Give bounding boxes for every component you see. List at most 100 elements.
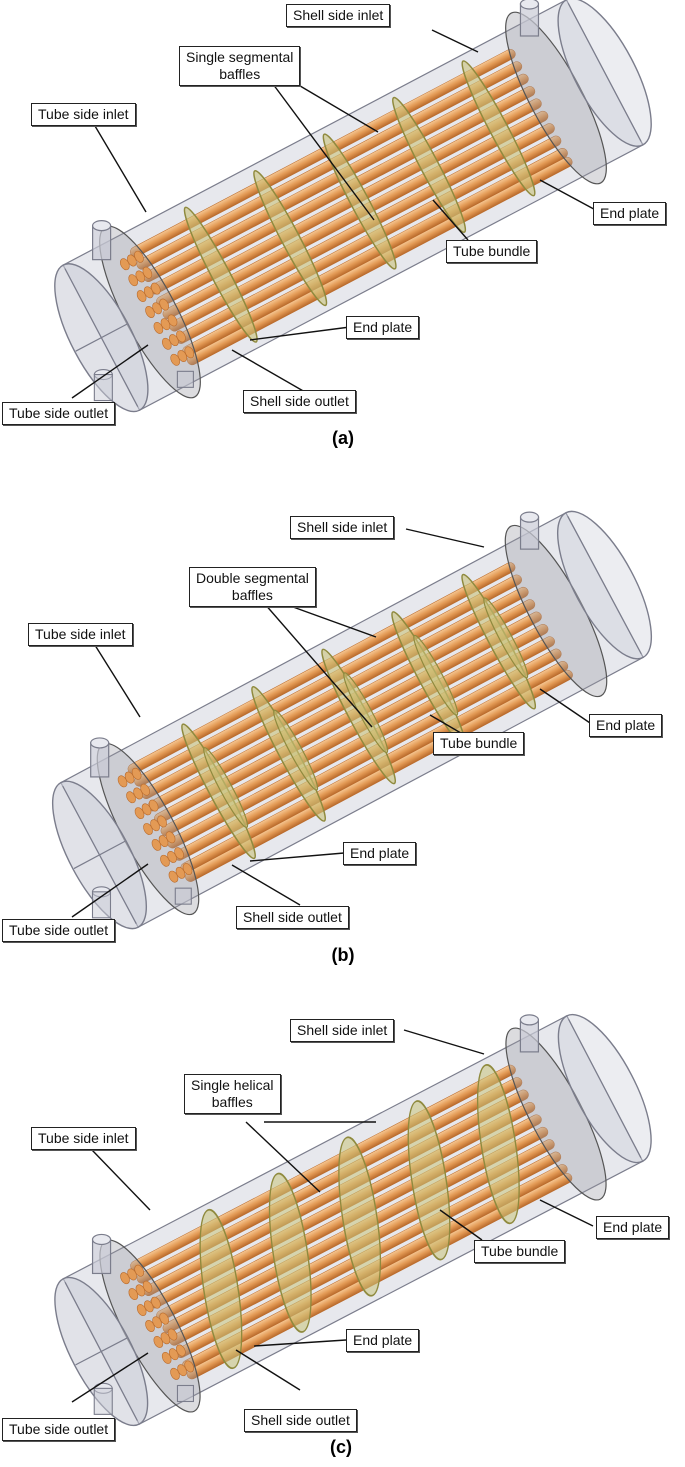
- right-head-divider: [568, 1019, 642, 1158]
- tube-side-inlet-nozzle-top: [92, 220, 112, 232]
- tube-end: [182, 863, 193, 876]
- end-plate-right-label: End plate: [596, 1216, 670, 1239]
- baffle-inner: [413, 634, 459, 716]
- heat-exchanger-diagram-a: [54, 0, 652, 413]
- end-plate-left-label: End plate: [343, 842, 417, 865]
- tube-end: [165, 831, 176, 844]
- baffle: [407, 1100, 451, 1261]
- tube-side-inlet-nozzle-top: [91, 1233, 112, 1246]
- baffle: [253, 169, 328, 307]
- tube-side-inlet-nozzle-top: [90, 737, 110, 749]
- tube-side-outlet-label: Tube side outlet: [2, 919, 116, 942]
- shell-side-inlet-label: Shell side inlet: [290, 1019, 395, 1042]
- shell-side-inlet-nozzle-top: [519, 0, 540, 10]
- leader-lines-c: [71, 1029, 594, 1403]
- heat-exchanger-a: [54, 0, 652, 413]
- baffle-inner: [203, 747, 249, 829]
- end-plate-right: [504, 524, 608, 698]
- shell-side-inlet-nozzle-top: [519, 511, 540, 523]
- tube-side-inlet-label: Tube side inlet: [31, 1127, 136, 1150]
- right-head-divider: [567, 3, 642, 142]
- panel-caption: (b): [331, 945, 355, 965]
- tube-end: [176, 1344, 186, 1357]
- panel-caption: (a): [332, 428, 354, 448]
- tube-end: [159, 298, 169, 311]
- end-plate-right: [505, 11, 607, 185]
- shell-side-outlet-nozzle: [176, 370, 194, 388]
- tube-side-outlet-pipe: [93, 1387, 113, 1415]
- shell-side-outlet-nozzle: [174, 887, 192, 905]
- end-plate-right-label: End plate: [589, 714, 663, 737]
- tube-side-outlet-pipe: [93, 373, 113, 402]
- tube: [134, 574, 522, 787]
- tube-end: [159, 1312, 169, 1325]
- baffle: [338, 1136, 382, 1297]
- shell-side-outlet-label: Shell side outlet: [236, 906, 349, 929]
- tube-end: [150, 282, 161, 295]
- shell-side-inlet-label: Shell side inlet: [290, 516, 395, 539]
- tube-end: [131, 767, 142, 780]
- tube-bundle-label: Tube bundle: [433, 732, 525, 755]
- end-plate-left-label: End plate: [346, 316, 420, 339]
- tube: [185, 669, 573, 882]
- leader-lines-a: [71, 29, 604, 399]
- tube: [167, 636, 555, 849]
- baffle-inner: [483, 597, 529, 679]
- tube-end: [134, 1264, 144, 1277]
- tube-end: [167, 314, 178, 327]
- tube-end: [142, 1280, 153, 1293]
- baffle: [183, 206, 258, 343]
- tube-end: [174, 847, 184, 860]
- heat-exchanger-c: [54, 1013, 652, 1427]
- baffle: [461, 60, 536, 197]
- tube-end: [140, 783, 150, 796]
- shell-side-outlet-nozzle: [176, 1384, 195, 1403]
- shell-side-outlet-label: Shell side outlet: [243, 390, 356, 413]
- baffle: [391, 96, 467, 234]
- leader-lines-b: [71, 528, 594, 918]
- baffle: [199, 1208, 243, 1370]
- left-head-divider-h: [75, 323, 128, 352]
- tube-side-inlet-label: Tube side inlet: [28, 623, 133, 646]
- tube: [162, 110, 549, 320]
- tube-end: [148, 799, 159, 812]
- left-head-divider-h: [73, 840, 126, 870]
- shell-side-outlet-label: Shell side outlet: [244, 1409, 357, 1432]
- baffle: [476, 1063, 520, 1225]
- left-head-divider-h: [75, 1337, 128, 1366]
- tube: [160, 623, 549, 837]
- tube-end: [167, 1328, 178, 1341]
- tube-side-outlet-label: Tube side outlet: [2, 402, 116, 425]
- tube-end: [134, 250, 144, 263]
- tube-bundle-label: Tube bundle: [474, 1240, 566, 1263]
- tube: [186, 156, 573, 366]
- panel-caption: (c): [330, 1437, 352, 1457]
- tube-end: [151, 1296, 161, 1309]
- tube-end: [142, 266, 153, 279]
- baffle: [268, 1172, 312, 1333]
- tube-side-outlet-label: Tube side outlet: [2, 1418, 116, 1441]
- tube-bundle-label: Tube bundle: [446, 240, 538, 263]
- end-plate-right-label: End plate: [593, 202, 667, 225]
- tube-end: [176, 330, 186, 343]
- right-head-divider: [567, 516, 642, 655]
- tube-end: [157, 815, 167, 828]
- tube-side-inlet-label: Tube side inlet: [31, 103, 136, 126]
- shell-side-inlet-label: Shell side inlet: [286, 4, 391, 27]
- heat-exchanger-b: [51, 510, 653, 930]
- end-plate-left-label: End plate: [346, 1329, 420, 1352]
- tube-end: [184, 1360, 194, 1373]
- tube: [136, 61, 523, 270]
- baffle-inner: [343, 672, 389, 754]
- shell-side-inlet-nozzle-top: [519, 1014, 540, 1026]
- heat-exchanger-diagram-c: [54, 1013, 652, 1427]
- tube-side-outlet-pipe: [91, 891, 112, 919]
- tube: [169, 123, 555, 332]
- tube-end: [184, 346, 195, 359]
